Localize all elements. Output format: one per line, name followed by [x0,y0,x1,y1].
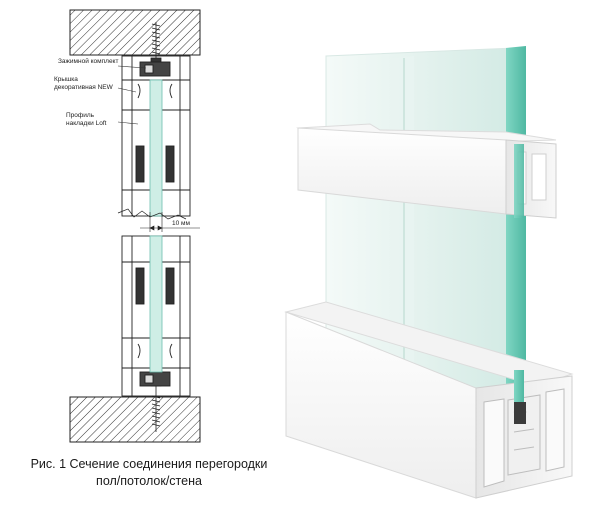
callout-profile-line2: накладки Loft [66,120,107,127]
caption-line1: Рис. 1 Сечение соединения перегородки [30,457,268,471]
callout-profile-line1: Профиль [66,112,95,119]
callout-clamp-kit: Зажимной комплект [58,58,119,65]
caption-line2: пол/потолок/стена [96,474,202,488]
lower-profile [121,235,191,397]
callout-cover-line1: Крышка [54,76,78,83]
upper-glass [149,79,163,217]
bottom-glass-edge [514,370,524,420]
callout-loft-profile: Профиль накладки Loft [66,112,106,128]
floor-slab [69,396,201,443]
callout-decorative-cover: Крышка декоративная NEW [54,76,113,92]
callout-leaders [117,65,147,125]
ceiling-slab [69,9,201,56]
callout-cover-line2: декоративная NEW [54,84,113,91]
lower-glass [149,235,163,373]
crossbar-end-cap [505,139,557,219]
figure-caption: Рис. 1 Сечение соединения перегородки по… [14,456,284,490]
section-drawing [69,9,201,443]
dimension-label: 10 мм [172,220,190,227]
dimension-line [140,212,200,232]
bottom-profile-top [284,301,574,387]
profile-3d-render [284,46,574,499]
